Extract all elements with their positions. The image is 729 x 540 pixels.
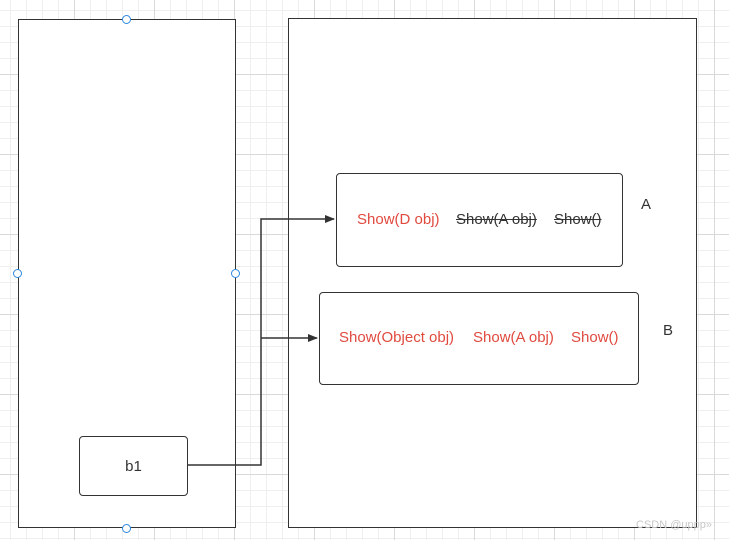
- class-a-method-show: Show(): [554, 211, 602, 228]
- selection-handle-right[interactable]: [231, 269, 240, 278]
- class-b-method-show-object: Show(Object obj): [339, 329, 455, 346]
- watermark: CSDN @uppp»: [636, 519, 712, 531]
- arrow-b1-to-a[interactable]: [188, 215, 335, 466]
- selection-handle-top[interactable]: [122, 15, 131, 24]
- class-b-label: B: [663, 322, 674, 339]
- selection-handle-bottom[interactable]: [122, 524, 131, 533]
- class-a-label: A: [641, 196, 652, 213]
- selection-handle-left[interactable]: [13, 269, 22, 278]
- class-a-box[interactable]: Show(D obj) Show(A obj) Show(): [336, 173, 623, 267]
- variable-b1-label: b1: [125, 457, 142, 475]
- class-b-box[interactable]: Show(Object obj) Show(A obj) Show(): [319, 292, 639, 385]
- variable-b1-box[interactable]: b1: [79, 436, 188, 496]
- class-a-method-show-a: Show(A obj): [456, 211, 537, 228]
- class-b-method-show-a: Show(A obj): [473, 329, 554, 346]
- heap-panel[interactable]: [288, 18, 697, 528]
- class-b-method-show: Show(): [571, 329, 619, 346]
- class-a-method-show-d: Show(D obj): [357, 211, 440, 228]
